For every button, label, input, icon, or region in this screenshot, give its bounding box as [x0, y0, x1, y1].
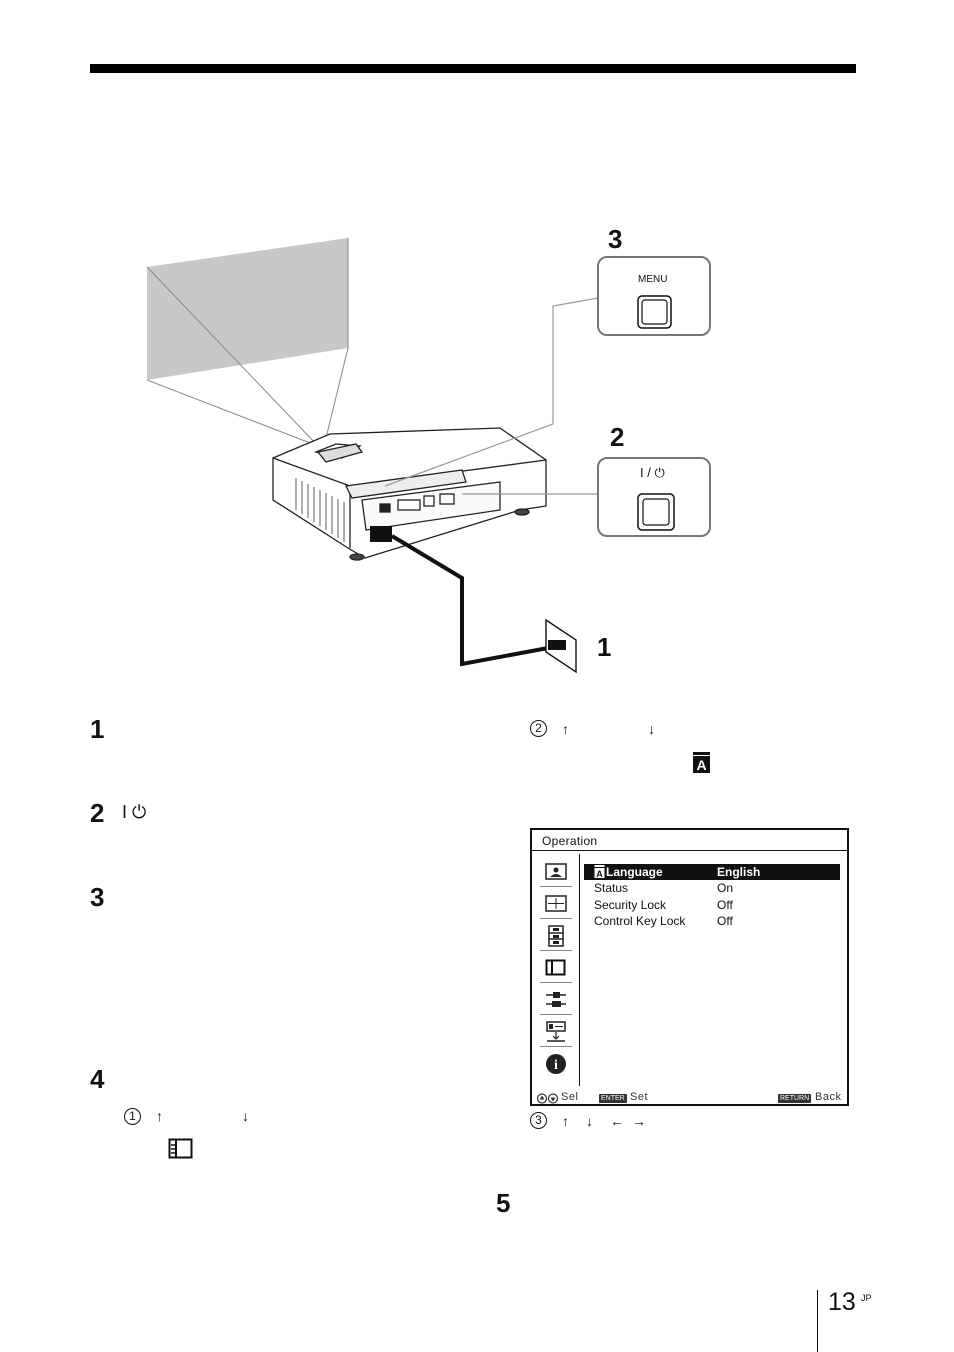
- menu-row-language[interactable]: A Language English: [584, 864, 840, 880]
- top-rule: [90, 64, 856, 73]
- up-arrow-icon: ↑: [562, 721, 569, 737]
- step-1-number: 1: [90, 714, 105, 744]
- left-arrow-icon: ←: [610, 1113, 624, 1129]
- diagram-label-2: 2: [610, 422, 625, 452]
- menu-row-value: On: [717, 881, 734, 895]
- setup-diagram: [146, 238, 711, 674]
- menu-title: Operation: [542, 834, 598, 848]
- menu-row-value: English: [717, 865, 761, 879]
- footer-set-label: Set: [630, 1091, 649, 1103]
- svg-text:i: i: [554, 1058, 558, 1073]
- step-4-number: 4: [90, 1064, 105, 1094]
- return-key-icon: RETURN: [778, 1094, 812, 1103]
- operation-menu-screen: Operation i: [530, 828, 849, 1106]
- down-arrow-icon: ↓: [648, 721, 655, 737]
- svg-text:A: A: [696, 757, 706, 773]
- power-inlet-plug: [370, 526, 392, 542]
- wall-outlet: [545, 618, 577, 674]
- diagram-label-3: 3: [608, 224, 623, 254]
- language-icon: A: [594, 865, 605, 879]
- step-2-number: 2: [90, 798, 105, 828]
- right-arrow-icon: →: [632, 1113, 646, 1129]
- operation-icon[interactable]: [542, 954, 570, 982]
- step-5-number: 5: [496, 1188, 511, 1218]
- footer-back-label: Back: [815, 1091, 842, 1103]
- menu-row-label: Status: [594, 881, 629, 895]
- menu-button-label: MENU: [638, 274, 668, 285]
- menu-row-label: Language: [606, 865, 663, 879]
- screen-icon[interactable]: [542, 890, 570, 918]
- picture-icon[interactable]: [542, 858, 570, 886]
- connection-icon[interactable]: [542, 986, 570, 1014]
- down-arrow-icon: ↓: [242, 1108, 249, 1124]
- menu-row-value: Off: [717, 898, 733, 912]
- menu-row-value: Off: [717, 914, 733, 928]
- language-icon: A: [693, 752, 710, 773]
- menu-footer: Sel ENTER Set RETURN Back: [532, 1091, 847, 1105]
- menu-row-status[interactable]: Status On: [584, 880, 840, 896]
- power-symbol: I ⏻: [122, 802, 147, 822]
- projection-screen: [147, 238, 348, 380]
- operation-menu-icon: [168, 1138, 193, 1159]
- menu-row-label: Security Lock: [594, 898, 667, 912]
- step-3-number: 3: [90, 882, 105, 912]
- substep-marker-1: 1: [124, 1108, 141, 1125]
- enter-key-icon: ENTER: [599, 1094, 627, 1103]
- diagram-label-1: 1: [597, 632, 612, 662]
- menu-sidebar-divider: [579, 854, 580, 1086]
- menu-sidebar: i: [538, 854, 574, 1086]
- information-icon[interactable]: i: [542, 1050, 570, 1078]
- installation-icon[interactable]: [542, 1018, 570, 1046]
- up-arrow-icon: ↑: [562, 1113, 569, 1129]
- page-language-code: JP: [861, 1293, 872, 1303]
- menu-row-label: Control Key Lock: [594, 914, 686, 928]
- power-button-label: I / ⏻: [640, 465, 665, 480]
- page-number-divider: [817, 1290, 818, 1352]
- up-down-keys-icon: [537, 1093, 559, 1104]
- up-arrow-icon: ↑: [156, 1108, 163, 1124]
- substep-marker-3: 3: [530, 1112, 547, 1129]
- menu-row-security-lock[interactable]: Security Lock Off: [584, 897, 840, 913]
- page-number: 13: [828, 1288, 856, 1316]
- down-arrow-icon: ↓: [586, 1113, 593, 1129]
- svg-text:A: A: [596, 869, 603, 879]
- power-cord: [390, 534, 549, 667]
- menu-callout-line: [384, 297, 599, 487]
- projection-lines: [146, 238, 349, 447]
- substep-marker-2: 2: [530, 720, 547, 737]
- projector: [272, 427, 547, 561]
- menu-row-control-key-lock[interactable]: Control Key Lock Off: [584, 913, 840, 929]
- menu-title-divider: [532, 850, 847, 851]
- setup-icon[interactable]: [542, 922, 570, 950]
- footer-sel-label: Sel: [561, 1091, 579, 1103]
